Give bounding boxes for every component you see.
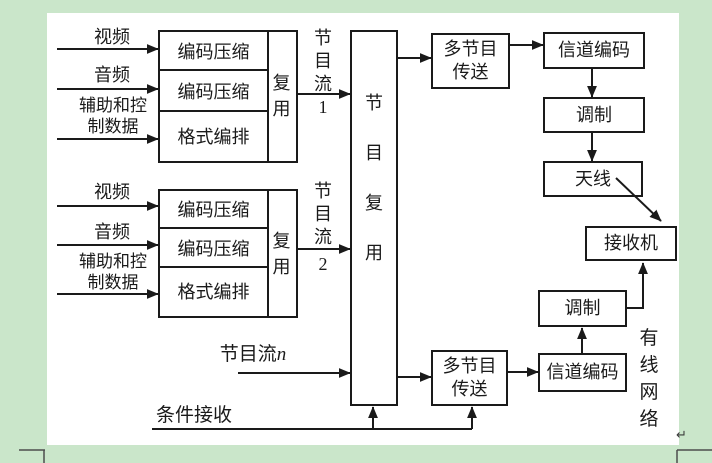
mux-box: 复 用 (272, 231, 291, 277)
program-stream-n-text: 节目流 (219, 344, 277, 365)
group-divider (267, 32, 269, 161)
aux-data-input-label-1: 辅助和控 制数据 (79, 96, 147, 136)
encoder-group-box-2: 编码压缩 编码压缩 格式编排 复 用 (158, 189, 298, 318)
modulation-box-top: 调制 (543, 97, 645, 133)
modulation-box-bottom: 调制 (538, 290, 627, 327)
video-input-label-2: 视频 (94, 182, 130, 202)
encoder-box: 编码压缩 (177, 200, 250, 220)
program-stream-2-label: 节 目 流 (314, 180, 332, 247)
page-corner-mark-right (676, 449, 712, 463)
program-stream-n-variable: n (276, 344, 287, 365)
mux-box: 复 用 (272, 73, 291, 119)
central-program-mux-label: 节 目 复 用 (365, 93, 383, 263)
page-corner-mark-left (19, 449, 45, 463)
channel-coding-box-top: 信道编码 (543, 32, 645, 69)
multi-program-transport-box-top: 多节目 传送 (431, 33, 510, 89)
program-stream-1-number: 1 (318, 97, 328, 117)
formatter-box: 格式编排 (177, 126, 250, 147)
cable-network-label: 有 线 网 络 (639, 328, 659, 430)
encoder-box: 编码压缩 (177, 238, 250, 259)
group-divider (160, 110, 267, 112)
program-stream-1-label: 节 目 流 (314, 27, 332, 94)
audio-input-label-2: 音频 (94, 222, 130, 242)
antenna-box: 天线 (543, 161, 643, 197)
paragraph-mark: ↵ (676, 428, 687, 443)
group-divider (160, 69, 267, 71)
conditional-access-label: 条件接收 (155, 405, 232, 426)
receiver-box: 接收机 (585, 226, 677, 261)
encoder-box: 编码压缩 (177, 81, 250, 102)
audio-input-label-1: 音频 (94, 65, 130, 85)
program-stream-n-label: 节目流 n (210, 344, 296, 366)
group-divider (267, 191, 269, 316)
central-program-mux-box (350, 30, 398, 406)
group-divider (160, 266, 267, 268)
channel-coding-box-bottom: 信道编码 (538, 353, 627, 392)
group-divider (160, 227, 267, 229)
multi-program-transport-box-bottom: 多节目 传送 (431, 350, 508, 406)
formatter-box: 格式编排 (177, 282, 250, 302)
video-input-label-1: 视频 (94, 27, 130, 47)
aux-data-input-label-2: 辅助和控 制数据 (79, 252, 147, 292)
encoder-box: 编码压缩 (177, 41, 250, 62)
encoder-group-box-1: 编码压缩 编码压缩 格式编排 复 用 (158, 30, 298, 163)
program-stream-2-number: 2 (318, 254, 328, 274)
